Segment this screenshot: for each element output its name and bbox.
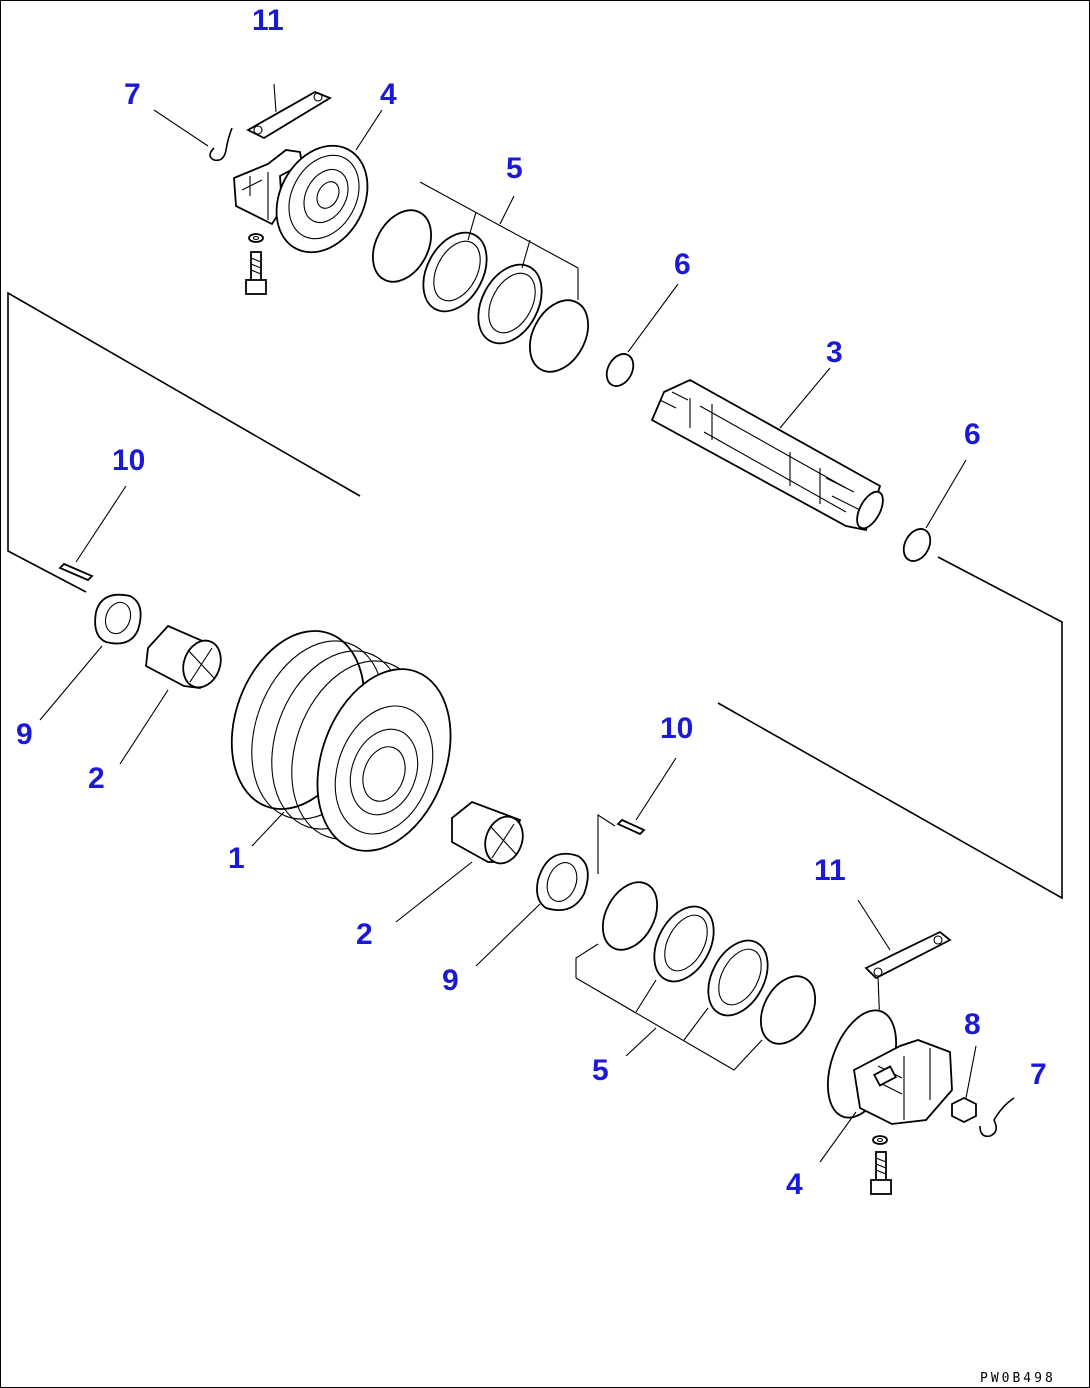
lower-seal-rings — [601, 881, 817, 1045]
right-pin — [616, 757, 677, 836]
callout-right-bushing-2: 2 — [356, 918, 373, 951]
callout-upper-o-ring-6: 6 — [674, 248, 691, 281]
drawing-code: PW0B498 — [980, 1371, 1056, 1386]
roller — [230, 630, 452, 852]
left-collar — [39, 593, 142, 721]
upper-pin-clip — [209, 127, 233, 162]
callout-upper-clip-7: 7 — [124, 78, 141, 111]
upper-housing — [233, 144, 369, 254]
callout-upper-housing-4: 4 — [380, 78, 397, 111]
callout-upper-plate-11: 11 — [252, 4, 284, 37]
callout-left-collar-9: 9 — [16, 718, 33, 751]
callout-labels: 11 7 4 5 6 3 6 10 9 2 1 10 2 9 11 5 8 7 … — [16, 4, 1047, 1201]
shaft — [650, 367, 884, 532]
callout-lower-housing-4: 4 — [786, 1168, 803, 1201]
lower-housing — [819, 1009, 953, 1163]
left-pin — [58, 485, 127, 582]
lower-washer — [872, 1135, 888, 1145]
lower-plug — [951, 1045, 977, 1124]
callout-lower-seals-5: 5 — [592, 1054, 609, 1087]
callout-right-pin-10: 10 — [660, 712, 693, 745]
callout-leaders — [153, 83, 383, 151]
callout-right-o-ring-6: 6 — [964, 418, 981, 451]
right-collar — [475, 852, 589, 967]
upper-bolt — [245, 251, 267, 295]
callout-left-bushing-2: 2 — [88, 762, 105, 795]
upper-seal-rings — [372, 209, 589, 373]
callout-left-pin-10: 10 — [112, 444, 145, 477]
callout-right-collar-9: 9 — [442, 964, 459, 997]
lower-bolt — [870, 1151, 892, 1195]
upper-retainer-plate — [246, 91, 333, 140]
callout-lower-clip-7: 7 — [1030, 1058, 1047, 1091]
right-bushing — [395, 800, 524, 923]
callout-roller-1: 1 — [228, 842, 245, 875]
upper-washer — [248, 233, 264, 243]
right-o-ring — [902, 459, 967, 562]
left-bushing — [119, 624, 222, 765]
callout-lower-plug-8: 8 — [964, 1008, 981, 1041]
assembly-guide-lines — [7, 291, 1063, 900]
upper-o-ring — [605, 283, 679, 387]
upper-seal-leader — [419, 181, 579, 300]
callout-lower-plate-11: 11 — [814, 854, 846, 887]
callout-upper-seals-5: 5 — [506, 152, 523, 185]
lower-pin-clip — [979, 1097, 1015, 1138]
lower-seal-leader — [575, 943, 763, 1071]
callout-shaft-3: 3 — [826, 336, 843, 369]
